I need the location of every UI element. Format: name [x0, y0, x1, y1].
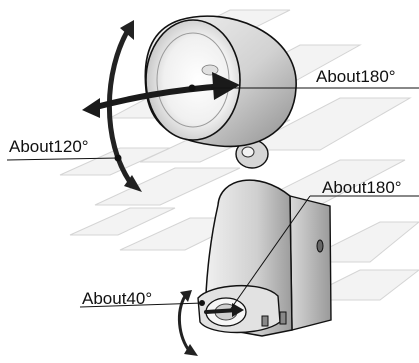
label-body-rotation: About180°: [322, 179, 402, 196]
label-head-horizontal: About180°: [316, 68, 396, 85]
label-head-vertical: About120°: [9, 138, 89, 155]
label-sensor-tilt: About40°: [82, 290, 152, 307]
